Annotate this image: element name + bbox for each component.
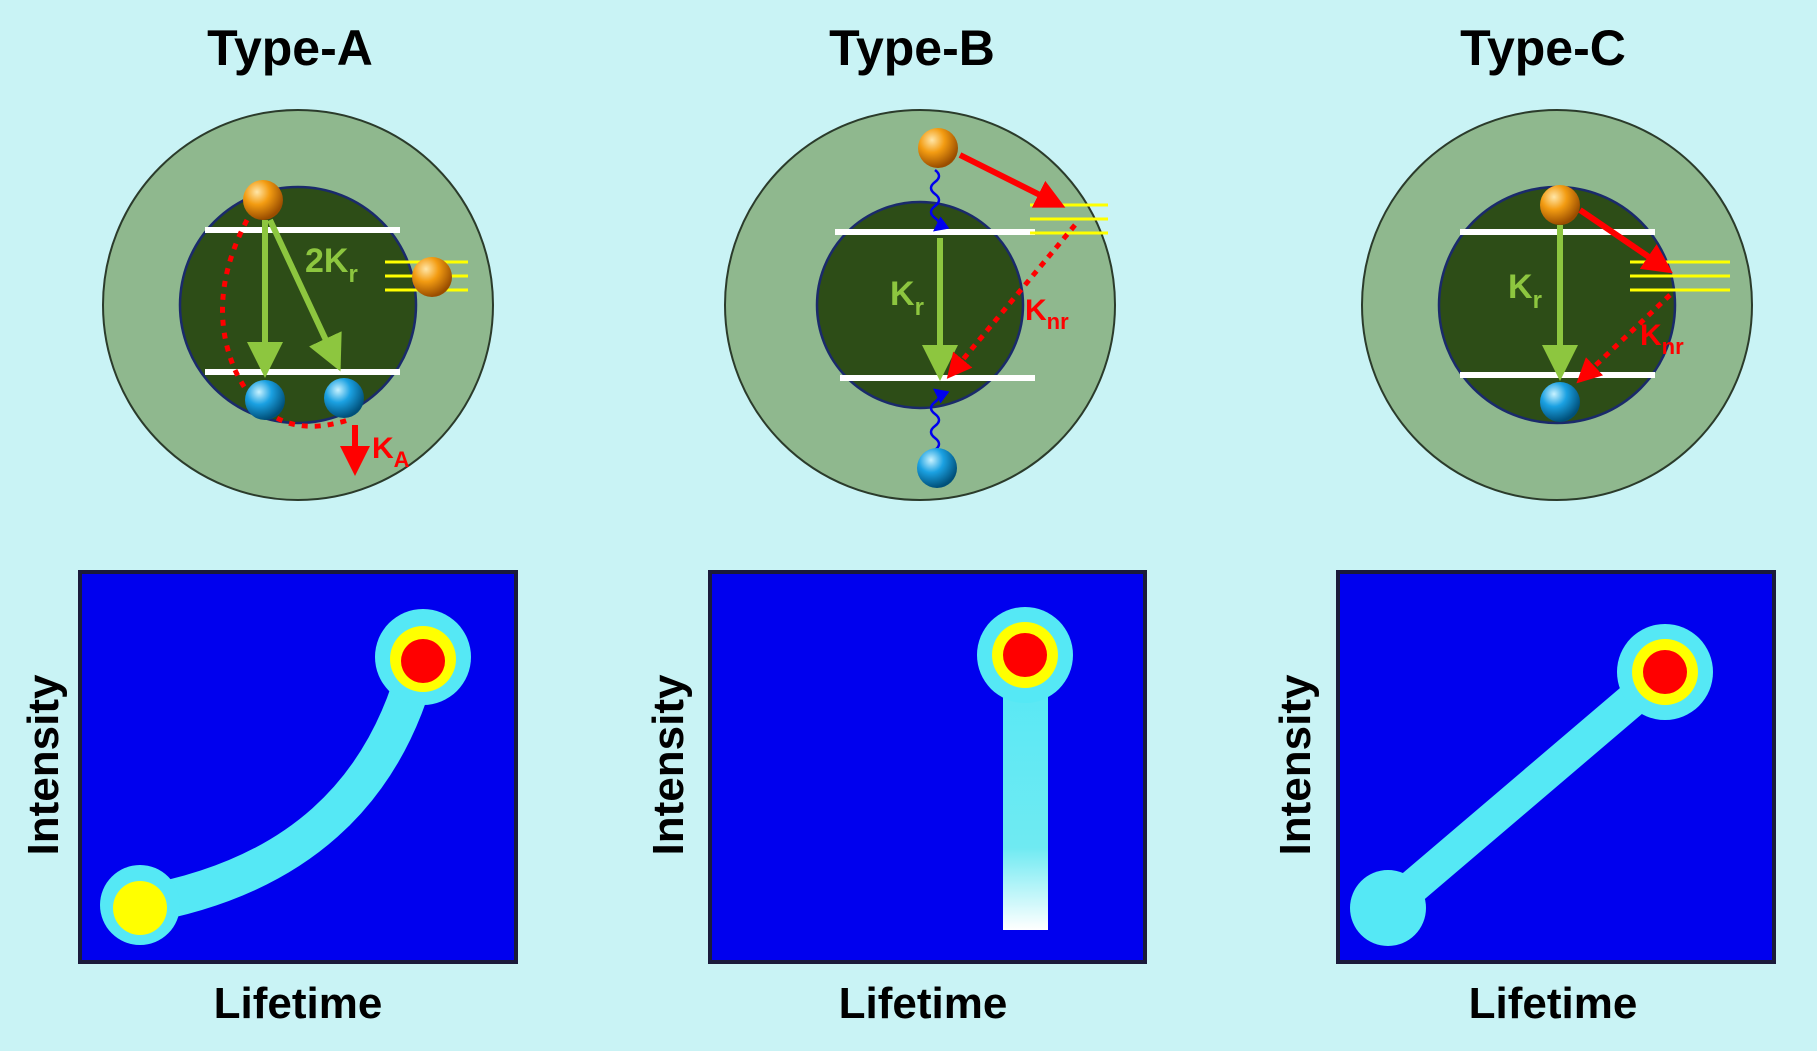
plot-type-b: Lifetime Intensity <box>644 570 1147 1028</box>
quantum-dot-a: 2Kr KA <box>102 109 494 501</box>
qd-core <box>178 185 418 425</box>
rate-label: KA <box>372 432 410 472</box>
state-trajectory <box>121 636 439 924</box>
x-axis-label: Lifetime <box>839 979 1008 1028</box>
nonradiative-arrow <box>1578 207 1673 274</box>
electron <box>243 180 283 220</box>
hole <box>324 378 364 418</box>
panel-title-type-a: Type-A <box>207 20 373 76</box>
on-state-spot <box>401 639 445 683</box>
hole <box>245 380 285 420</box>
panel-title-type-c: Type-C <box>1460 20 1626 76</box>
on-state-spot <box>1643 650 1687 694</box>
panel-type-c: Type-C Kr Knr Lifet <box>1271 20 1776 1028</box>
grey-state-spot <box>113 881 167 935</box>
hole <box>917 448 957 488</box>
panel-type-b: Type-B Kr Knr <box>644 20 1147 1028</box>
y-axis-label: Intensity <box>1271 674 1320 855</box>
charge-transfer-wavy <box>929 169 950 232</box>
panel-title-type-b: Type-B <box>829 20 995 76</box>
off-state-spot <box>1350 870 1426 946</box>
nonradiative-arrow <box>958 152 1066 208</box>
y-axis-label: Intensity <box>644 674 693 855</box>
electron <box>1540 185 1580 225</box>
on-state-spot <box>1003 633 1047 677</box>
plot-type-a: Lifetime Intensity <box>19 570 518 1028</box>
panel-type-a: Type-A 2Kr KA <box>19 20 518 1028</box>
rate-label: 2Kr <box>305 242 358 288</box>
hole <box>1540 382 1580 422</box>
rate-label: Kr <box>890 275 924 321</box>
x-axis-label: Lifetime <box>1469 979 1638 1028</box>
quantum-dot-c: Kr Knr <box>1361 109 1753 501</box>
quantum-dot-b: Kr Knr <box>724 109 1116 501</box>
charge-transfer-wavy <box>929 388 950 451</box>
rate-label: Kr <box>1508 268 1542 314</box>
plot-type-c: Lifetime Intensity <box>1271 570 1776 1028</box>
radiative-arrow <box>267 218 342 372</box>
x-axis-label: Lifetime <box>214 979 383 1028</box>
y-axis-label: Intensity <box>19 674 68 855</box>
auger-path <box>220 218 349 429</box>
nonradiative-dotted-arrow <box>1576 293 1672 384</box>
rate-label: Knr <box>1025 294 1069 334</box>
electron <box>918 128 958 168</box>
nonradiative-dotted-arrow <box>946 223 1077 379</box>
rate-label: Knr <box>1640 319 1684 359</box>
plot-area <box>708 570 1147 964</box>
electron <box>412 257 452 297</box>
state-trajectory <box>1371 655 1682 925</box>
